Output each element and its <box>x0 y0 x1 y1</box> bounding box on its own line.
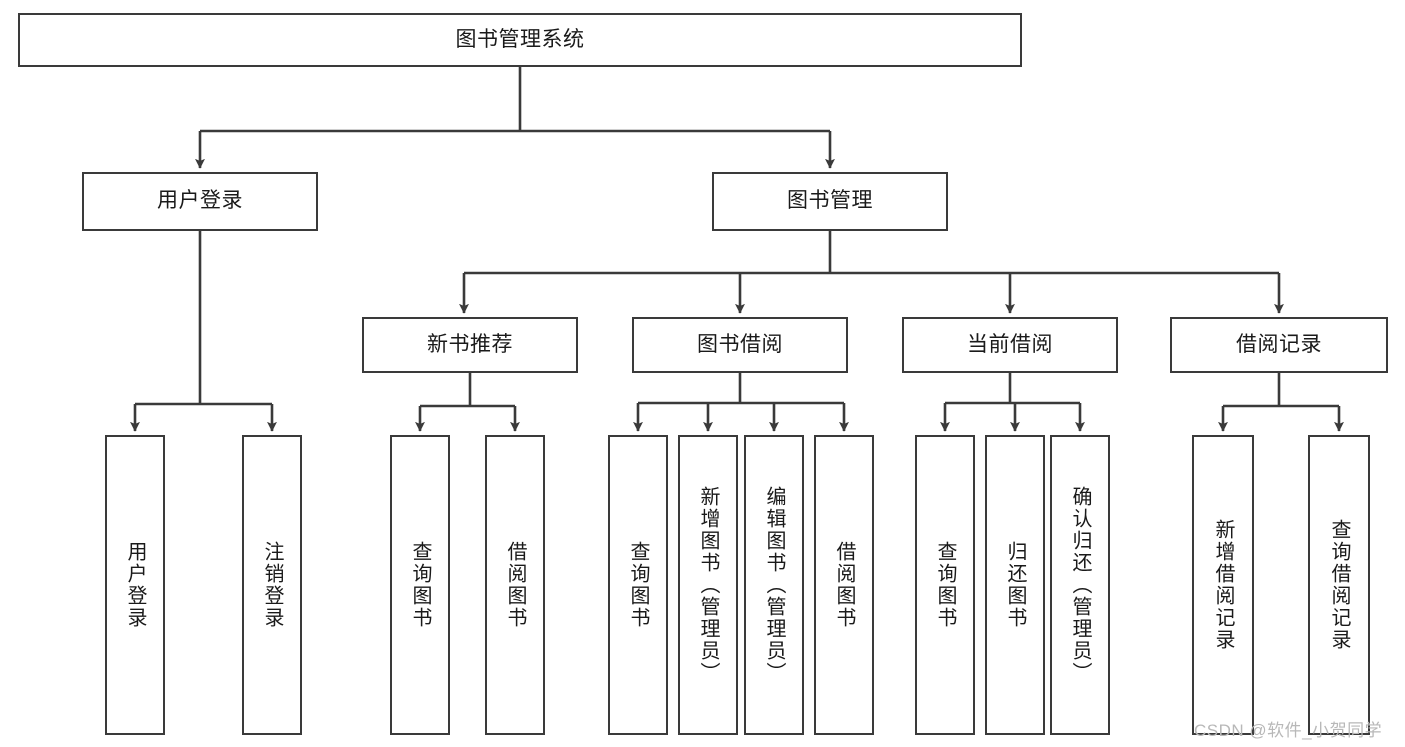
node-leaf-query-record-label: 查询借阅记录 <box>1328 519 1350 651</box>
node-root[interactable]: 图书管理系统 <box>18 13 1022 67</box>
node-leaf-return-book[interactable]: 归还图书 <box>985 435 1045 735</box>
node-borrow-record[interactable]: 借阅记录 <box>1170 317 1388 373</box>
node-leaf-borrow-book-2-label: 借阅图书 <box>833 541 855 629</box>
node-leaf-query-book-1[interactable]: 查询图书 <box>390 435 450 735</box>
node-book-manage[interactable]: 图书管理 <box>712 172 948 231</box>
node-leaf-logout-label: 注销登录 <box>261 541 283 629</box>
node-leaf-edit-book-label: 编辑图书（管理员） <box>763 486 785 684</box>
edges-root-to-level2 <box>195 67 835 169</box>
node-current-borrow[interactable]: 当前借阅 <box>902 317 1118 373</box>
node-leaf-query-record[interactable]: 查询借阅记录 <box>1308 435 1370 735</box>
edges-bookmanage-to-level3 <box>459 231 1284 314</box>
node-borrow-record-label: 借阅记录 <box>1236 332 1322 356</box>
node-book-borrow[interactable]: 图书借阅 <box>632 317 848 373</box>
node-leaf-user-login[interactable]: 用户登录 <box>105 435 165 735</box>
node-leaf-add-record-label: 新增借阅记录 <box>1212 519 1234 651</box>
node-leaf-add-book-label: 新增图书（管理员） <box>697 486 719 684</box>
node-book-borrow-label: 图书借阅 <box>697 332 783 356</box>
node-new-book-rec-label: 新书推荐 <box>427 332 513 356</box>
node-leaf-borrow-book-1-label: 借阅图书 <box>504 541 526 629</box>
node-leaf-add-record[interactable]: 新增借阅记录 <box>1192 435 1254 735</box>
edges-bookborrow-to-leaves <box>633 373 849 432</box>
node-user-login-label: 用户登录 <box>157 189 243 213</box>
node-book-manage-label: 图书管理 <box>787 189 873 213</box>
edges-userlogin-to-leaves <box>130 231 277 432</box>
watermark-text: CSDN @软件_小贺同学 <box>1194 721 1383 740</box>
edges-newbook-to-leaves <box>415 373 520 432</box>
node-leaf-query-book-2-label: 查询图书 <box>627 541 649 629</box>
edges-borrowrecord-to-leaves <box>1218 373 1344 432</box>
node-leaf-edit-book[interactable]: 编辑图书（管理员） <box>744 435 804 735</box>
node-root-label: 图书管理系统 <box>455 27 585 51</box>
edges-currentborrow-to-leaves <box>940 373 1085 432</box>
node-user-login[interactable]: 用户登录 <box>82 172 318 231</box>
node-current-borrow-label: 当前借阅 <box>967 332 1053 356</box>
node-leaf-query-book-1-label: 查询图书 <box>409 541 431 629</box>
node-new-book-rec[interactable]: 新书推荐 <box>362 317 578 373</box>
node-leaf-return-book-label: 归还图书 <box>1004 541 1026 629</box>
node-leaf-confirm-return[interactable]: 确认归还（管理员） <box>1050 435 1110 735</box>
node-leaf-borrow-book-1[interactable]: 借阅图书 <box>485 435 545 735</box>
node-leaf-user-login-label: 用户登录 <box>124 541 146 629</box>
node-leaf-query-book-3[interactable]: 查询图书 <box>915 435 975 735</box>
node-leaf-confirm-return-label: 确认归还（管理员） <box>1069 486 1091 684</box>
node-leaf-logout[interactable]: 注销登录 <box>242 435 302 735</box>
node-leaf-add-book[interactable]: 新增图书（管理员） <box>678 435 738 735</box>
node-leaf-query-book-2[interactable]: 查询图书 <box>608 435 668 735</box>
node-leaf-query-book-3-label: 查询图书 <box>934 541 956 629</box>
node-leaf-borrow-book-2[interactable]: 借阅图书 <box>814 435 874 735</box>
